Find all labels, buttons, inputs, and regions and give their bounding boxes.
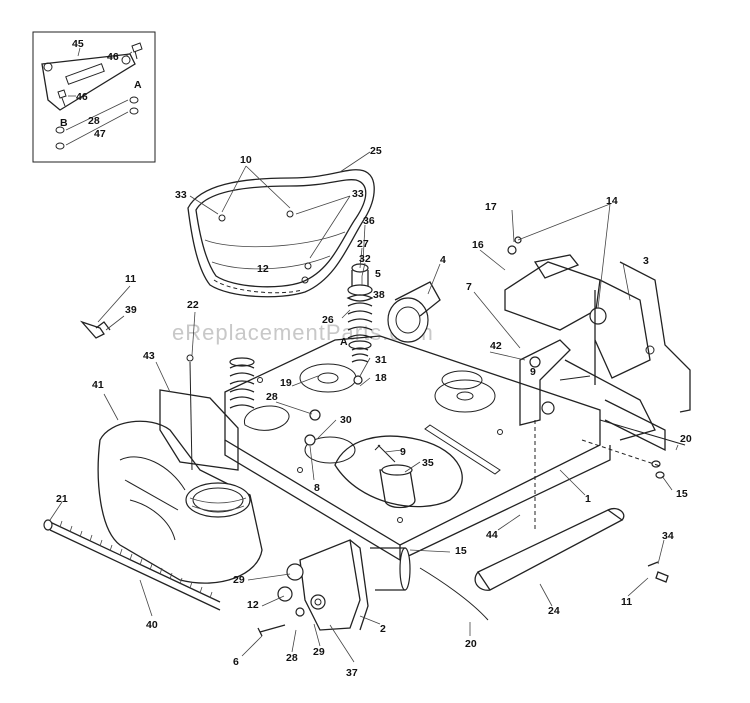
callout-4: 4 (440, 254, 446, 266)
callout-24: 24 (548, 605, 560, 617)
callout-9-upper: 9 (530, 366, 536, 378)
callout-3: 3 (643, 255, 649, 267)
callout-12-lower: 12 (247, 599, 259, 611)
callout-31: 31 (375, 354, 387, 366)
callout-28-lower: 28 (286, 652, 298, 664)
callout-29-left: 29 (233, 574, 245, 586)
callout-29-lower: 29 (313, 646, 325, 658)
cable-20-lower (419, 567, 489, 621)
callout-5: 5 (375, 268, 381, 280)
callout-a: A (340, 336, 348, 348)
callout-42: 42 (490, 340, 502, 352)
callout-11-lower: 11 (621, 596, 632, 608)
callout-30: 30 (340, 414, 352, 426)
leader-lines (49, 151, 679, 663)
deck-plate (224, 335, 611, 562)
callout-41: 41 (92, 379, 104, 391)
callout-38: 38 (373, 289, 385, 301)
callout-20-lower: 20 (465, 638, 477, 650)
discharge-chute (97, 420, 263, 584)
callout-21: 21 (56, 493, 68, 505)
callout-33-left: 33 (175, 189, 187, 201)
callout-11-upper: 11 (125, 273, 136, 285)
callout-17: 17 (485, 201, 497, 213)
callout-1: 1 (585, 493, 591, 505)
callout-labels: 25 10 33 33 36 12 27 32 5 4 38 26 A 31 1… (56, 145, 692, 679)
callout-43: 43 (143, 350, 155, 362)
inset-callout-46a: 46 (107, 51, 119, 63)
inset-callout-46b: 46 (76, 91, 88, 103)
callout-6: 6 (233, 656, 239, 668)
linkage-bracket (519, 339, 591, 426)
hardware-parts (79, 236, 669, 583)
callout-15-lower: 15 (455, 545, 467, 557)
callout-16: 16 (472, 239, 484, 251)
side-plate (159, 354, 239, 471)
inset-callout-b: B (60, 117, 68, 129)
callout-7: 7 (466, 281, 472, 293)
right-hood (504, 254, 691, 452)
spring-left (229, 357, 255, 409)
callout-36: 36 (363, 215, 375, 227)
callout-26: 26 (322, 314, 334, 326)
callout-2: 2 (380, 623, 386, 635)
inset-detail: 45 46 A 46 B 28 47 (32, 31, 156, 163)
callout-8: 8 (314, 482, 320, 494)
callout-28-upper: 28 (266, 391, 278, 403)
threaded-rod (43, 519, 221, 611)
callout-40: 40 (146, 619, 158, 631)
callout-35: 35 (422, 457, 434, 469)
inset-callout-45: 45 (72, 38, 84, 50)
callout-33-right: 33 (352, 188, 364, 200)
inset-callout-47: 47 (94, 128, 106, 140)
spring-assembly (346, 263, 374, 363)
callout-12-tray: 12 (257, 263, 269, 275)
callout-20-right: 20 (680, 433, 692, 445)
deflector-shield (474, 507, 625, 591)
cable-20-right (599, 419, 686, 446)
callout-39: 39 (125, 304, 137, 316)
callout-15-right: 15 (676, 488, 688, 500)
bolt-path-15 (581, 439, 661, 467)
callout-10: 10 (240, 154, 252, 166)
callout-37: 37 (346, 667, 358, 679)
callout-25: 25 (370, 145, 382, 157)
collar-part (387, 281, 441, 343)
callout-18: 18 (375, 372, 387, 384)
front-bracket (257, 539, 411, 637)
inset-callout-a: A (134, 79, 142, 91)
callout-22: 22 (187, 299, 199, 311)
callout-32: 32 (359, 253, 371, 265)
callout-9-lower: 9 (400, 446, 406, 458)
callout-14: 14 (606, 195, 618, 207)
basket-tray (187, 169, 375, 298)
callout-27: 27 (357, 238, 369, 250)
callout-44: 44 (486, 529, 498, 541)
inset-callout-28: 28 (88, 115, 100, 127)
callout-19: 19 (280, 377, 292, 389)
callout-34: 34 (662, 530, 674, 542)
